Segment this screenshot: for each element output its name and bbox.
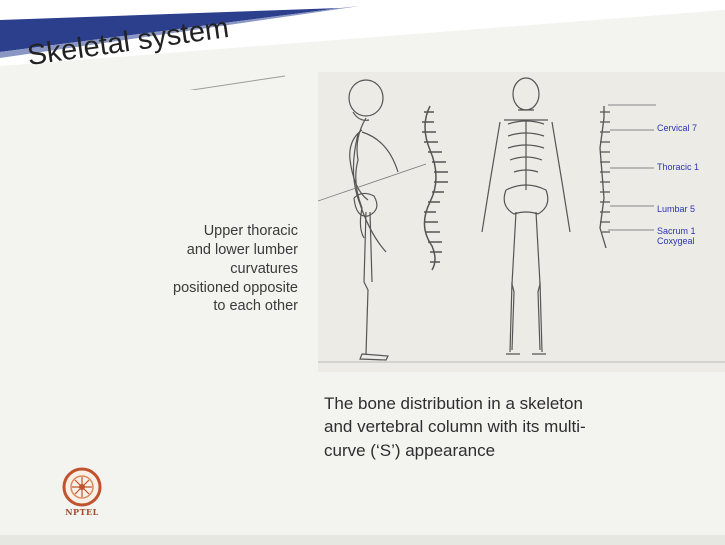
side-skeleton	[349, 80, 398, 360]
note-line: and lower lumber	[187, 242, 298, 258]
front-skeleton	[482, 78, 570, 354]
isolated-spine	[422, 106, 448, 270]
note-line: Upper thoracic	[204, 223, 298, 239]
note-line: curvatures	[230, 261, 298, 277]
note-line: to each other	[213, 298, 298, 314]
curvature-note: Upper thoracic and lower lumber curvatur…	[95, 222, 298, 316]
cervical-label: Cervical 7	[657, 124, 697, 133]
bottom-strip	[0, 535, 725, 545]
labeled-spine	[600, 105, 656, 248]
caption-line: The bone distribution in a skeleton	[324, 394, 583, 413]
caption-line: and vertebral column with its multi-	[324, 417, 586, 436]
caption-line: curve (‘S’) appearance	[324, 441, 495, 460]
lumbar-label: Lumbar 5	[657, 205, 695, 214]
sacrum-label: Sacrum 1	[657, 227, 696, 236]
skeleton-illustration	[318, 72, 725, 372]
note-line: positioned opposite	[173, 280, 298, 296]
logo-text: NPTEL	[52, 507, 112, 517]
nptel-emblem-icon	[52, 465, 112, 509]
skeleton-figure: Cervical 7 Thoracic 1 Lumbar 5 Sacrum 1 …	[318, 72, 725, 372]
nptel-logo: NPTEL	[52, 465, 112, 515]
thoracic-label: Thoracic 1	[657, 163, 699, 172]
figure-caption: The bone distribution in a skeleton and …	[324, 392, 719, 462]
coxygeal-label: Coxygeal	[657, 237, 695, 246]
